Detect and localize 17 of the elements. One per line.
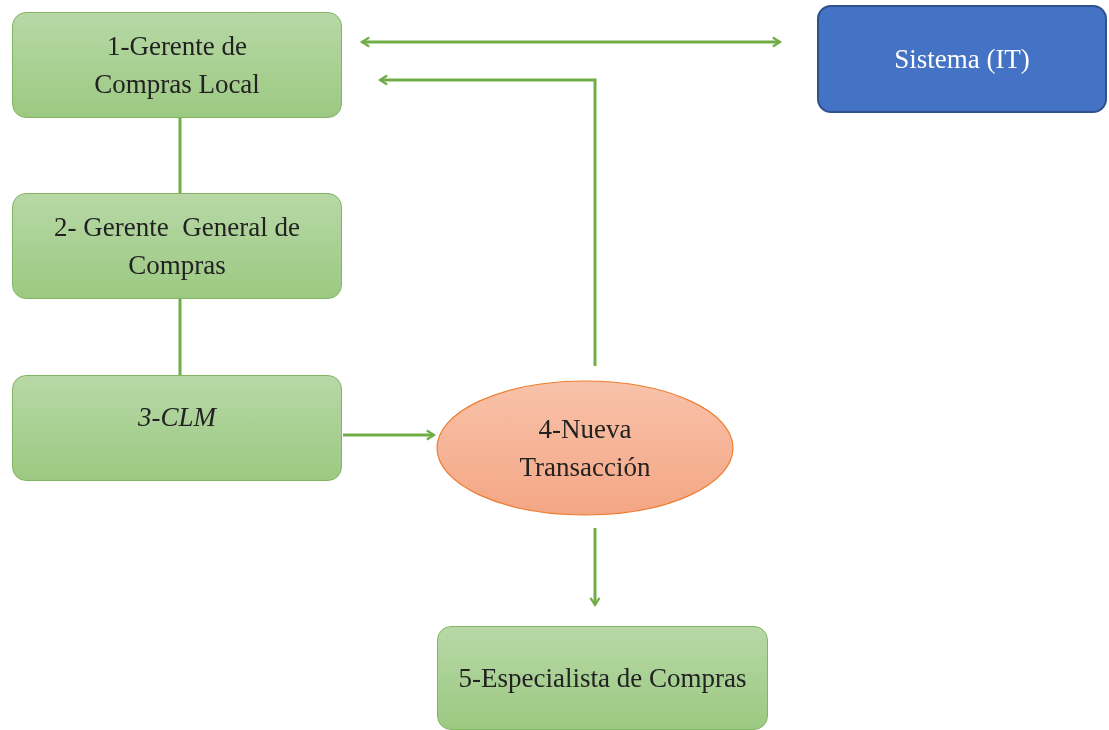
arrow bbox=[378, 74, 597, 366]
process-box bbox=[12, 193, 342, 299]
arrow bbox=[343, 429, 436, 441]
arrow bbox=[360, 36, 782, 48]
process-box bbox=[817, 5, 1107, 113]
process-box bbox=[12, 12, 342, 118]
connector-line bbox=[178, 299, 182, 375]
process-box bbox=[437, 626, 768, 730]
process-box bbox=[12, 375, 342, 481]
arrow bbox=[589, 528, 601, 607]
node-label: 2- Gerente General de Compras bbox=[53, 211, 301, 282]
node-label: 5-Especialista de Compras bbox=[458, 662, 747, 695]
node-label: Sistema (IT) bbox=[894, 43, 1030, 76]
node-label: 4-Nueva Transacción bbox=[518, 413, 652, 484]
node-label: 1-Gerente de Compras Local bbox=[93, 30, 261, 101]
node-label: 3-CLM bbox=[138, 401, 216, 434]
connector-line bbox=[178, 118, 182, 193]
